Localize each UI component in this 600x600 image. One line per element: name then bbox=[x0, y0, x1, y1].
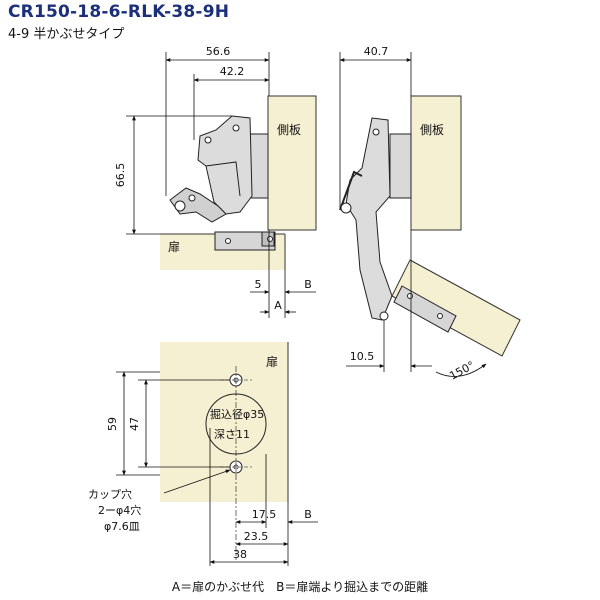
counterbore-spec: φ7.6皿 bbox=[104, 520, 140, 533]
model-number-title: CR150-18-6-RLK-38-9H bbox=[8, 2, 230, 22]
open-angle: 150° bbox=[447, 359, 477, 383]
open-view: 40.7 側板 10.5 150° bbox=[339, 45, 521, 383]
bore-door-panel bbox=[160, 342, 288, 502]
dim-open-offset: 10.5 bbox=[350, 350, 375, 363]
dim-overlay: 5 bbox=[255, 278, 262, 291]
open-door-panel bbox=[391, 259, 521, 357]
side-view: 56.6 42.2 66.5 側板 扉 5 B A bbox=[114, 45, 317, 318]
dim-height: 66.5 bbox=[114, 163, 127, 188]
legend-footer: A＝扉のかぶせ代 B＝扉端より掘込までの距離 bbox=[171, 580, 429, 594]
dim-59: 59 bbox=[106, 417, 119, 431]
door-label: 扉 bbox=[168, 240, 180, 254]
dim-open-width: 40.7 bbox=[364, 45, 389, 58]
dim-overall-width: 56.6 bbox=[206, 45, 231, 58]
dim-47: 47 bbox=[128, 417, 141, 431]
label-a: A bbox=[274, 299, 282, 312]
hinge-link bbox=[169, 187, 227, 223]
side-panel bbox=[267, 95, 317, 231]
dim-38: 38 bbox=[233, 548, 247, 561]
bore-label-b: B bbox=[304, 508, 312, 521]
open-side-panel bbox=[410, 95, 462, 231]
bore-door-label: 扉 bbox=[266, 355, 278, 369]
open-hinge-arm bbox=[345, 117, 393, 321]
dim-23-5: 23.5 bbox=[244, 530, 269, 543]
open-side-panel-label: 側板 bbox=[420, 123, 444, 137]
cup-bore-depth: 深さ11 bbox=[214, 428, 250, 441]
door-bore-view: 扉 掘込径φ35 深さ11 59 47 カップ穴 2ーφ4穴 φ7.6皿 bbox=[88, 342, 318, 566]
screw-hole-spec: 2ーφ4穴 bbox=[98, 503, 141, 517]
cup-bore-diameter: 掘込径φ35 bbox=[210, 407, 264, 421]
hinge-arm bbox=[197, 115, 253, 215]
type-subtitle: 4-9 半かぶせタイプ bbox=[8, 27, 125, 42]
cup-hole-title: カップ穴 bbox=[88, 487, 132, 501]
dim-inner-width: 42.2 bbox=[220, 65, 245, 78]
label-b: B bbox=[304, 278, 312, 291]
side-panel-label: 側板 bbox=[277, 123, 301, 137]
dim-17-5: 17.5 bbox=[252, 508, 277, 521]
hinge-cup bbox=[214, 231, 276, 251]
